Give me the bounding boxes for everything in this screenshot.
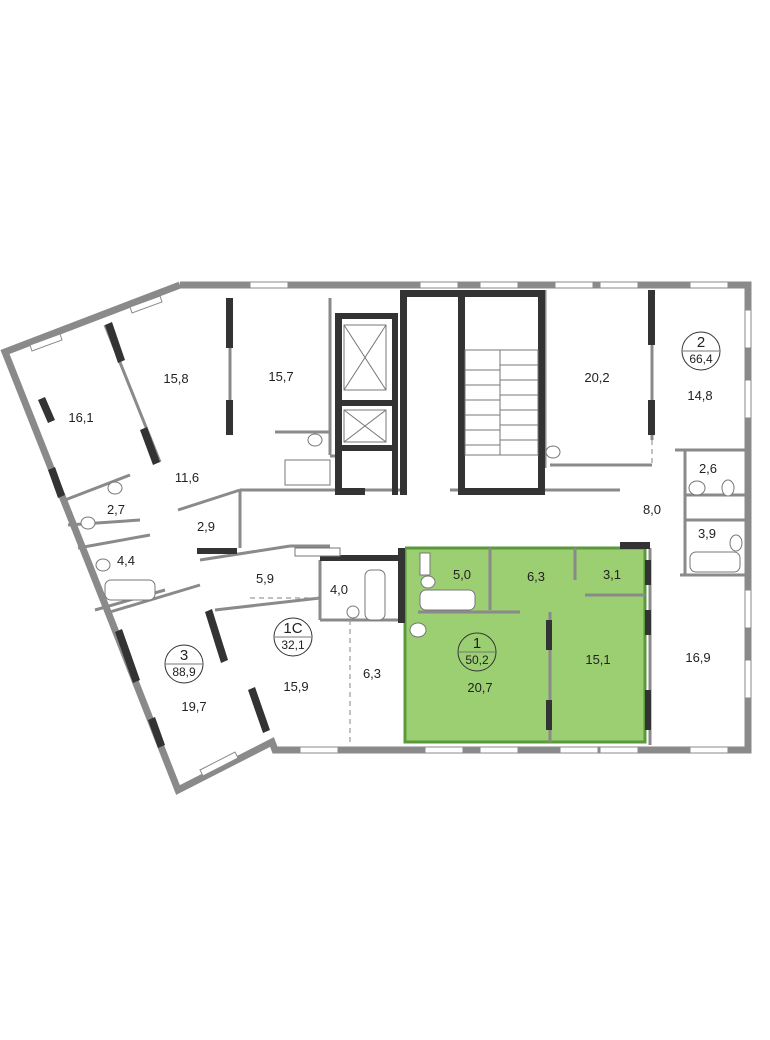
room-area-label: 20,2 xyxy=(584,370,609,385)
room-area-label: 4,4 xyxy=(117,553,135,568)
room-area-label: 2,7 xyxy=(107,502,125,517)
room-area-label: 19,7 xyxy=(181,699,206,714)
bathroom-fixtures xyxy=(80,433,743,638)
room-area-label: 2,6 xyxy=(699,461,717,476)
elevators xyxy=(343,324,387,443)
room-area-label: 14,8 xyxy=(687,388,712,403)
room-area-label: 3,9 xyxy=(698,526,716,541)
apartment-area: 32,1 xyxy=(281,638,305,652)
room-area-label: 20,7 xyxy=(467,680,492,695)
room-area-label: 5,9 xyxy=(256,571,274,586)
room-area-label: 16,1 xyxy=(68,410,93,425)
room-area-label: 6,3 xyxy=(527,569,545,584)
room-labels: 16,1 15,8 15,7 20,2 14,8 11,6 2,7 4,4 2,… xyxy=(68,369,717,714)
windows xyxy=(29,281,752,777)
room-area-label: 4,0 xyxy=(330,582,348,597)
apartment-marker-1[interactable]: 1 50,2 xyxy=(457,632,497,672)
room-area-label: 5,0 xyxy=(453,567,471,582)
apartment-marker-3[interactable]: 3 88,9 xyxy=(164,644,204,684)
room-area-label: 16,9 xyxy=(685,650,710,665)
room-area-label: 15,8 xyxy=(163,371,188,386)
apartment-number: 2 xyxy=(697,334,705,351)
room-area-label: 15,7 xyxy=(268,369,293,384)
apartment-number: 1С xyxy=(283,620,302,637)
room-area-label: 8,0 xyxy=(643,502,661,517)
stairwell xyxy=(464,349,539,456)
room-area-label: 3,1 xyxy=(603,567,621,582)
apartment-number: 1 xyxy=(473,635,481,652)
room-area-label: 11,6 xyxy=(175,470,199,485)
structural-walls xyxy=(38,290,655,748)
dashed-lines xyxy=(250,440,653,742)
room-area-label: 15,1 xyxy=(585,652,610,667)
apartment-area: 50,2 xyxy=(465,653,489,667)
room-area-label: 15,9 xyxy=(283,679,308,694)
apartment-area: 66,4 xyxy=(689,352,713,366)
apartment-marker-2[interactable]: 2 66,4 xyxy=(681,331,721,371)
apartment-marker-1c[interactable]: 1С 32,1 xyxy=(273,617,313,657)
apartment-number: 3 xyxy=(180,647,188,664)
room-area-label: 6,3 xyxy=(363,666,381,681)
apartment-area: 88,9 xyxy=(172,665,196,679)
room-area-label: 2,9 xyxy=(197,519,215,534)
